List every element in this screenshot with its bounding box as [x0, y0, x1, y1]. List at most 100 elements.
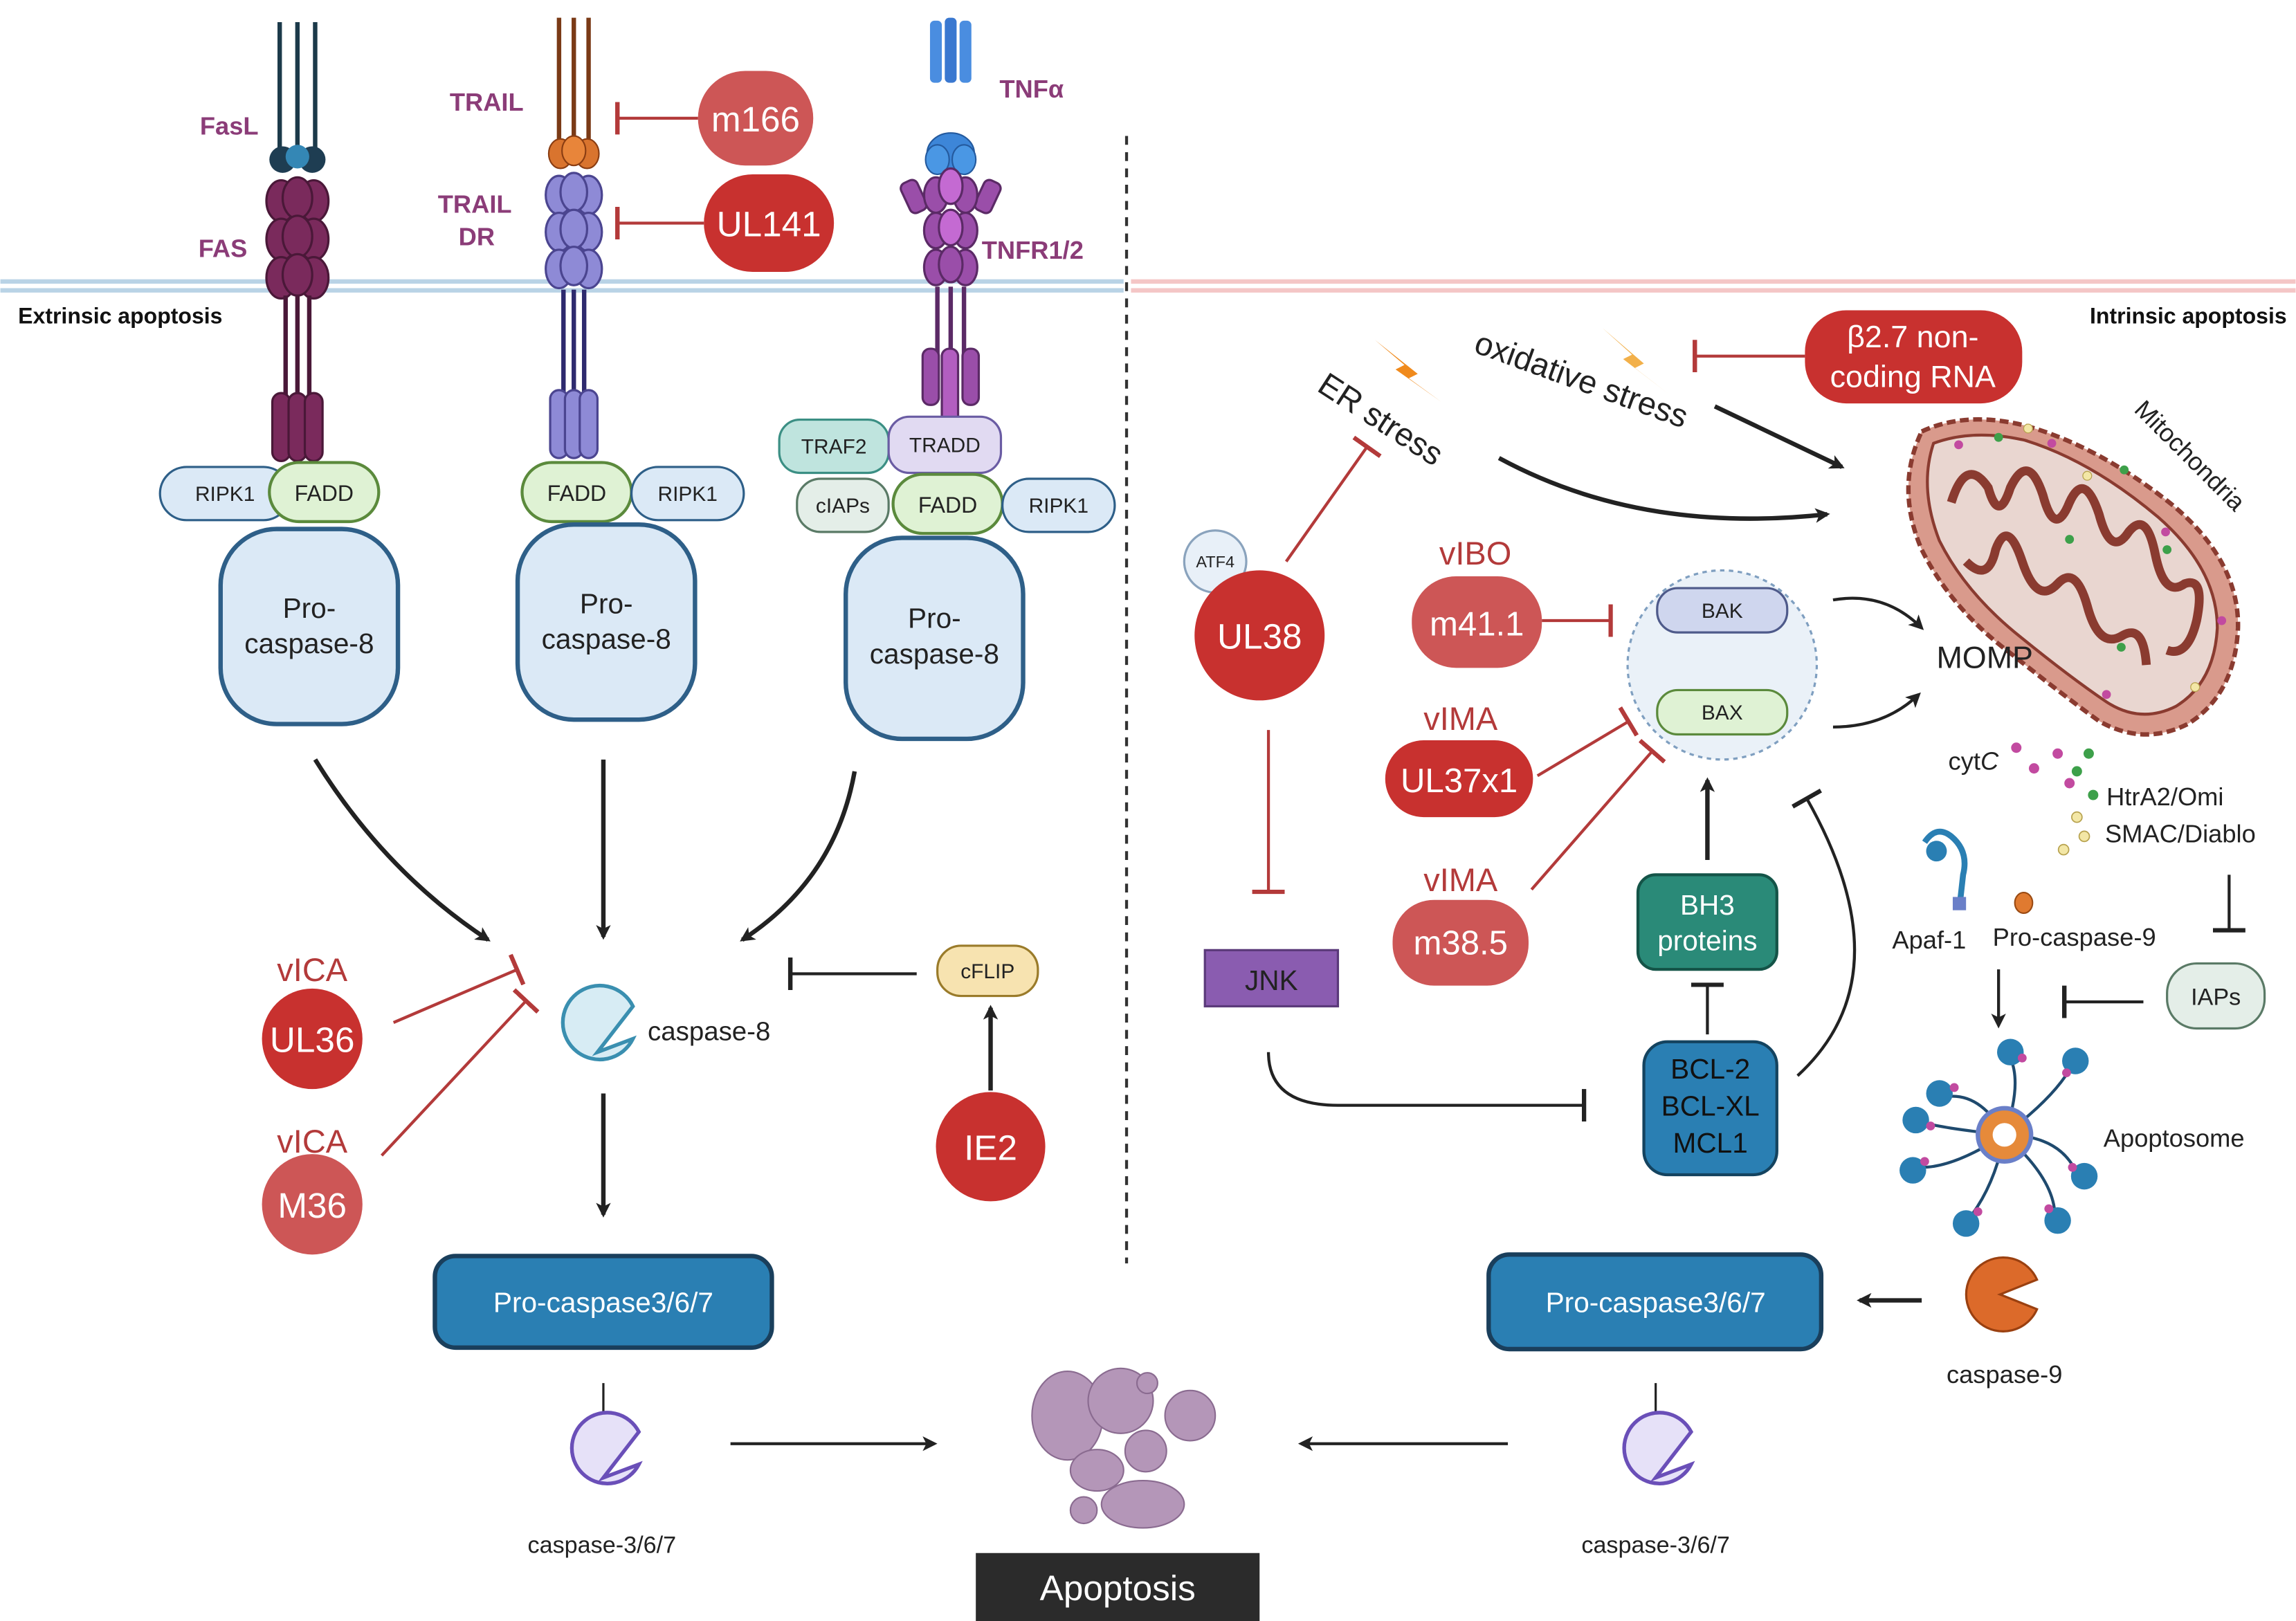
procaspase8-node-3: Pro- caspase-8 — [844, 535, 1026, 742]
svg-text:BCL-XL: BCL-XL — [1661, 1090, 1760, 1122]
apaf1-icon — [1922, 828, 1968, 910]
apoptosome-icon — [1899, 1038, 2098, 1237]
m36-inhibition — [381, 988, 540, 1157]
svg-text:Pro-: Pro- — [580, 587, 633, 619]
ul38-er-inhibition — [1284, 435, 1382, 562]
svg-text:BAK: BAK — [1702, 600, 1743, 623]
caspase367-label-left: caspase-3/6/7 — [528, 1532, 677, 1559]
arrow-bax-to-momp — [1832, 692, 1921, 729]
ripk1-node-1: RIPK1 — [158, 466, 291, 522]
lightning-icon-oxidative — [1602, 328, 1668, 394]
cflip-node: cFLIP — [936, 944, 1039, 998]
iaps-node: IAPs — [2166, 962, 2266, 1030]
procaspase8-node-2: Pro- caspase-8 — [515, 522, 698, 722]
momp-label: MOMP — [1936, 639, 2033, 675]
svg-text:TRAF2: TRAF2 — [801, 436, 867, 459]
trail-dr-label-1: TRAIL — [438, 190, 512, 219]
m38-inhibition — [1530, 738, 1666, 891]
arrow-er-to-mito — [1497, 456, 1830, 523]
intrinsic-title: Intrinsic apoptosis — [2090, 304, 2287, 329]
vica-label-1: vICA — [277, 951, 347, 988]
svg-text:Pro-: Pro- — [908, 603, 961, 634]
svg-text:IE2: IE2 — [964, 1128, 1017, 1168]
fadd-node-3: FADD — [891, 473, 1004, 535]
ul36-inhibition — [392, 953, 526, 1024]
jnk-node: JNK — [1203, 949, 1340, 1008]
lightning-icon-er — [1374, 340, 1441, 402]
ie2-node: IE2 — [936, 1092, 1046, 1202]
bcl2-family-node: BCL-2 BCL-XL MCL1 — [1642, 1040, 1778, 1177]
svg-text:m38.5: m38.5 — [1413, 925, 1507, 962]
ripk1-node-3: RIPK1 — [1001, 477, 1116, 533]
bak-node: BAK — [1656, 587, 1789, 634]
vima-label-1: vIMA — [1423, 700, 1498, 737]
svg-text:MCL1: MCL1 — [1673, 1127, 1748, 1159]
apaf1-label: Apaf-1 — [1892, 926, 1966, 954]
svg-text:JNK: JNK — [1245, 964, 1298, 996]
cyt-label: cytC — [1949, 747, 1999, 776]
apoptotic-cell-icon — [1031, 1367, 1217, 1529]
bax-node: BAX — [1656, 688, 1789, 736]
svg-text:UL37x1: UL37x1 — [1401, 762, 1518, 800]
arrow-oxidative-to-mito — [1713, 404, 1845, 469]
m38-node: m38.5 — [1392, 899, 1529, 986]
vibo-label: vIBO — [1439, 535, 1511, 571]
smac-label: SMAC/Diablo — [2105, 819, 2256, 848]
trail-label: TRAIL — [450, 88, 524, 116]
apoptosome-label: Apoptosome — [2104, 1124, 2245, 1152]
arrow-tnf-to-caspase8 — [740, 771, 857, 942]
htra2-label: HtrA2/Omi — [2106, 782, 2223, 811]
caspase8-label: caspase-8 — [648, 1017, 770, 1047]
svg-text:M36: M36 — [277, 1186, 347, 1225]
apoptosis-label-box: Apoptosis — [976, 1553, 1260, 1621]
bh3-proteins-node: BH3 proteins — [1636, 873, 1778, 971]
svg-text:IAPs: IAPs — [2191, 984, 2241, 1010]
ul37x1-node: UL37x1 — [1385, 740, 1533, 818]
beta27-rna-node: β2.7 non- coding RNA — [1805, 310, 2023, 404]
fadd-node-2: FADD — [520, 461, 633, 524]
extrinsic-title: Extrinsic apoptosis — [18, 304, 222, 329]
svg-text:RIPK1: RIPK1 — [195, 483, 255, 506]
svg-text:Pro-caspase3/6/7: Pro-caspase3/6/7 — [1546, 1287, 1766, 1319]
svg-text:FADD: FADD — [295, 481, 354, 506]
arrow-bak-to-momp — [1832, 596, 1924, 630]
m41-node: m41.1 — [1412, 576, 1542, 668]
atf4-node: ATF4 — [1183, 529, 1248, 594]
svg-text:TRADD: TRADD — [909, 434, 981, 457]
svg-text:UL38: UL38 — [1217, 617, 1302, 657]
ul37x1-inhibition — [1536, 706, 1639, 778]
caspase367-label-right: caspase-3/6/7 — [1581, 1532, 1730, 1559]
tradd-node: TRADD — [887, 415, 1003, 475]
svg-text:UL141: UL141 — [717, 205, 821, 244]
svg-text:Pro-: Pro- — [283, 592, 336, 624]
ciaps-node: cIAPs — [796, 477, 890, 533]
svg-text:RIPK1: RIPK1 — [657, 483, 717, 506]
vima-label-2: vIMA — [1423, 861, 1498, 898]
vica-label-2: vICA — [277, 1123, 347, 1160]
trail-receptor — [545, 17, 603, 459]
fas-label: FAS — [199, 235, 248, 263]
caspase367-icon-left — [570, 1411, 643, 1485]
m36-node: M36 — [262, 1154, 363, 1255]
caspase9-label: caspase-9 — [1947, 1360, 2062, 1389]
svg-text:BCL-2: BCL-2 — [1670, 1053, 1750, 1085]
oxidative-stress-label: oxidative stress — [1470, 324, 1693, 435]
ripk1-node-2: RIPK1 — [630, 466, 745, 522]
fasl-label: FasL — [200, 111, 259, 140]
caspase8-icon — [561, 983, 637, 1062]
procaspase367-node-left: Pro-caspase3/6/7 — [432, 1254, 774, 1350]
svg-text:m166: m166 — [711, 100, 800, 139]
svg-text:UL36: UL36 — [270, 1020, 355, 1060]
svg-text:ATF4: ATF4 — [1196, 553, 1234, 571]
svg-text:RIPK1: RIPK1 — [1029, 495, 1088, 518]
caspase367-icon-right — [1622, 1411, 1695, 1485]
procaspase8-node-1: Pro- caspase-8 — [218, 526, 401, 726]
fadd-node-1: FADD — [268, 461, 381, 524]
caspase9-icon — [1965, 1256, 2039, 1332]
procaspase9-icon — [2014, 891, 2034, 915]
tnfr-label: TNFR1/2 — [982, 236, 1084, 264]
m166-node: m166 — [698, 71, 814, 166]
svg-text:m41.1: m41.1 — [1430, 605, 1524, 643]
svg-text:Pro-caspase3/6/7: Pro-caspase3/6/7 — [493, 1287, 713, 1319]
